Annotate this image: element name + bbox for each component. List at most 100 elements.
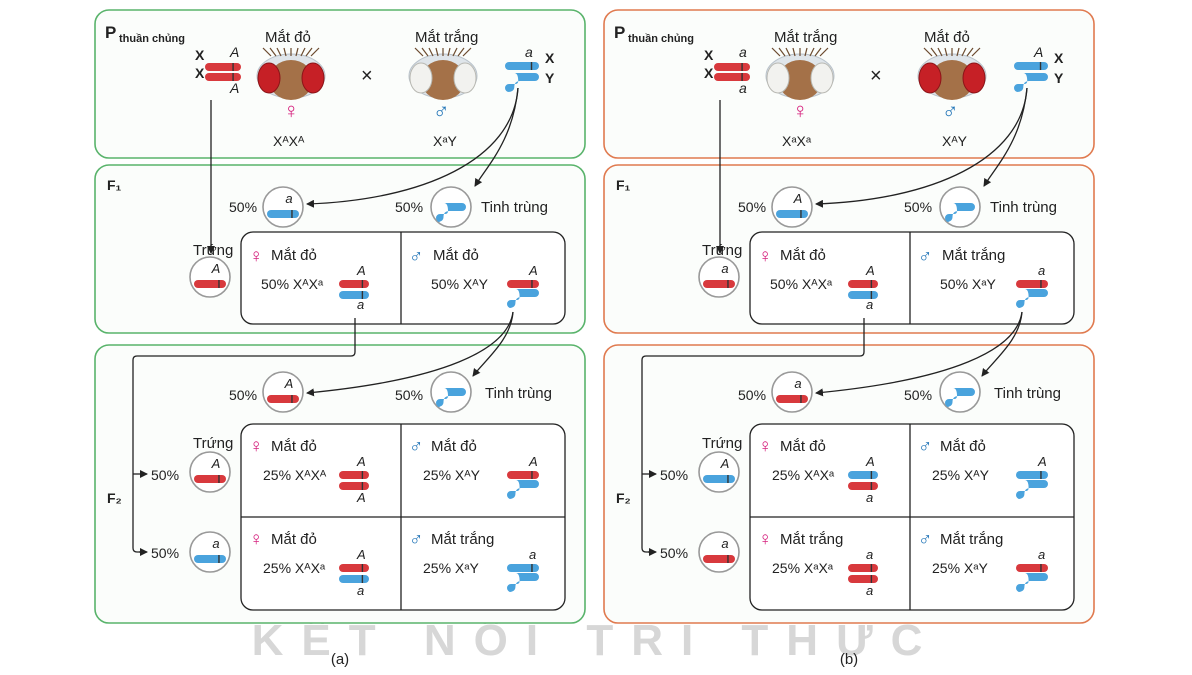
f2-female-allele-top: A [356,454,366,469]
f2-male-y-chromosome [1016,480,1048,499]
f1-sperm-x-pct: 50% [229,199,257,215]
fly-bristle [262,47,272,57]
gamete-y-chromosome [436,203,466,222]
f2-female-symbol-icon: ♀ [249,436,263,457]
p-female-x-bot: X [195,65,205,81]
p-female-phenotype: Mắt trắng [774,29,837,46]
f2-cell-phenotype: Mắt đỏ [271,531,317,548]
p-male-y-label: Y [1054,70,1064,86]
arrow-p-sperm-x [306,87,519,208]
p-male-y-chromosome [505,73,539,92]
f2-cell-phenotype: Mắt trắng [780,531,843,548]
fly-head [930,60,974,100]
fly-bristle [814,47,822,57]
f2-male-x-chromosome [507,564,539,572]
f2-sperm-y-pct: 50% [904,387,932,403]
f1-sperm-label: Tinh trùng [990,199,1057,216]
x-chromosome-body [507,471,539,479]
f1-offspring-box [240,231,566,325]
fly-bristle [276,47,282,57]
f1-male-y-chromosome [507,289,539,308]
f2-female-allele-top: a [866,547,873,562]
p-male-fly [408,47,478,100]
f2-cell-genotype: 25% XᵃY [932,560,988,576]
f1-offspring-box [749,231,1075,325]
fly-bristle [452,47,458,57]
gamete-circle [262,371,304,413]
female-symbol-icon: ♀ [283,98,300,123]
f2-cell-genotype: 25% XᵃXᵃ [772,560,834,576]
x-chromosome-body [776,210,808,218]
f2-egg-label: Trứng [702,435,742,452]
x-chromosome-body [848,291,878,299]
x-chromosome-body [194,555,226,563]
p-male-y-chromosome [1014,73,1048,92]
x-chromosome-body [848,575,878,583]
f2-male-x-chromosome [1016,564,1048,572]
p-male-phenotype: Mắt trắng [415,29,478,46]
arrow-f1-sperm-y [472,311,514,377]
f2-cell-phenotype: Mắt đỏ [780,438,826,455]
y-chromosome-body [507,289,539,308]
fly-bristle [956,47,960,57]
f2-male-allele: A [1037,454,1047,469]
p-male-genotype: XᴬY [942,133,968,149]
p-female-allele-top: A [229,44,239,60]
f2-cell-genotype: 25% XᴬY [932,467,990,483]
f2-female-allele-top: A [356,547,366,562]
gamete-allele-label: A [211,261,221,276]
fly-bristle [269,47,277,57]
f2-male-symbol-icon: ♂ [918,529,932,550]
f2-label: F₂ [107,490,122,506]
f2-sperm-y-pct: 50% [395,387,423,403]
f2-male-allele: A [528,454,538,469]
f1-egg-line [641,318,865,553]
f1-female-allele-bot: a [866,297,873,312]
f2-cell-genotype: 25% XᴬXᴬ [263,467,327,483]
fly-bristle [792,47,796,57]
f2-male-allele: a [1038,547,1045,562]
x-chromosome-body [339,291,369,299]
fly-bristle [937,47,943,57]
x-chromosome-body [507,564,539,572]
fly-bristle [414,47,424,57]
arrow-p-sperm-y [474,87,519,187]
f2-egg-label: Trứng [193,435,233,452]
f1-female-genotype: 50% XᴬXᵃ [261,276,324,292]
fly-bristle [804,47,808,57]
gamete-x-chromosome [703,555,735,563]
fly-bristle [944,47,948,57]
f2-female-chromosome-bot [848,575,878,583]
f2-female-chromosome-top [339,564,369,572]
f1-female-phenotype: Mắt đỏ [271,247,317,264]
f1-female-chromosome-bot [848,291,878,299]
f1-male-x-chromosome [507,280,539,288]
f1-female-chromosome-top [848,280,878,288]
gamete-x-chromosome [776,210,808,218]
fly-head [421,60,465,100]
f1-label: F₁ [616,177,631,193]
p-subscript: thuần chủng [119,33,185,45]
f1-female-allele-top: A [865,263,875,278]
fly-eye-right [453,62,477,94]
gamete-circle [771,371,813,413]
x-chromosome-body [339,280,369,288]
f2-female-allele-bot: a [357,583,364,598]
gamete-circle [189,531,231,573]
gamete-x-chromosome [267,210,299,218]
f2-egg-A-pct: 50% [660,467,688,483]
f2-female-chromosome-bot [848,482,878,490]
p-male-genotype: XᵃY [433,133,458,149]
gamete-x-chromosome [194,475,226,483]
cross-symbol: × [361,65,373,87]
p-female-phenotype: Mắt đỏ [265,29,311,46]
x-chromosome-body [205,63,241,71]
f1-sperm-x-pct: 50% [738,199,766,215]
